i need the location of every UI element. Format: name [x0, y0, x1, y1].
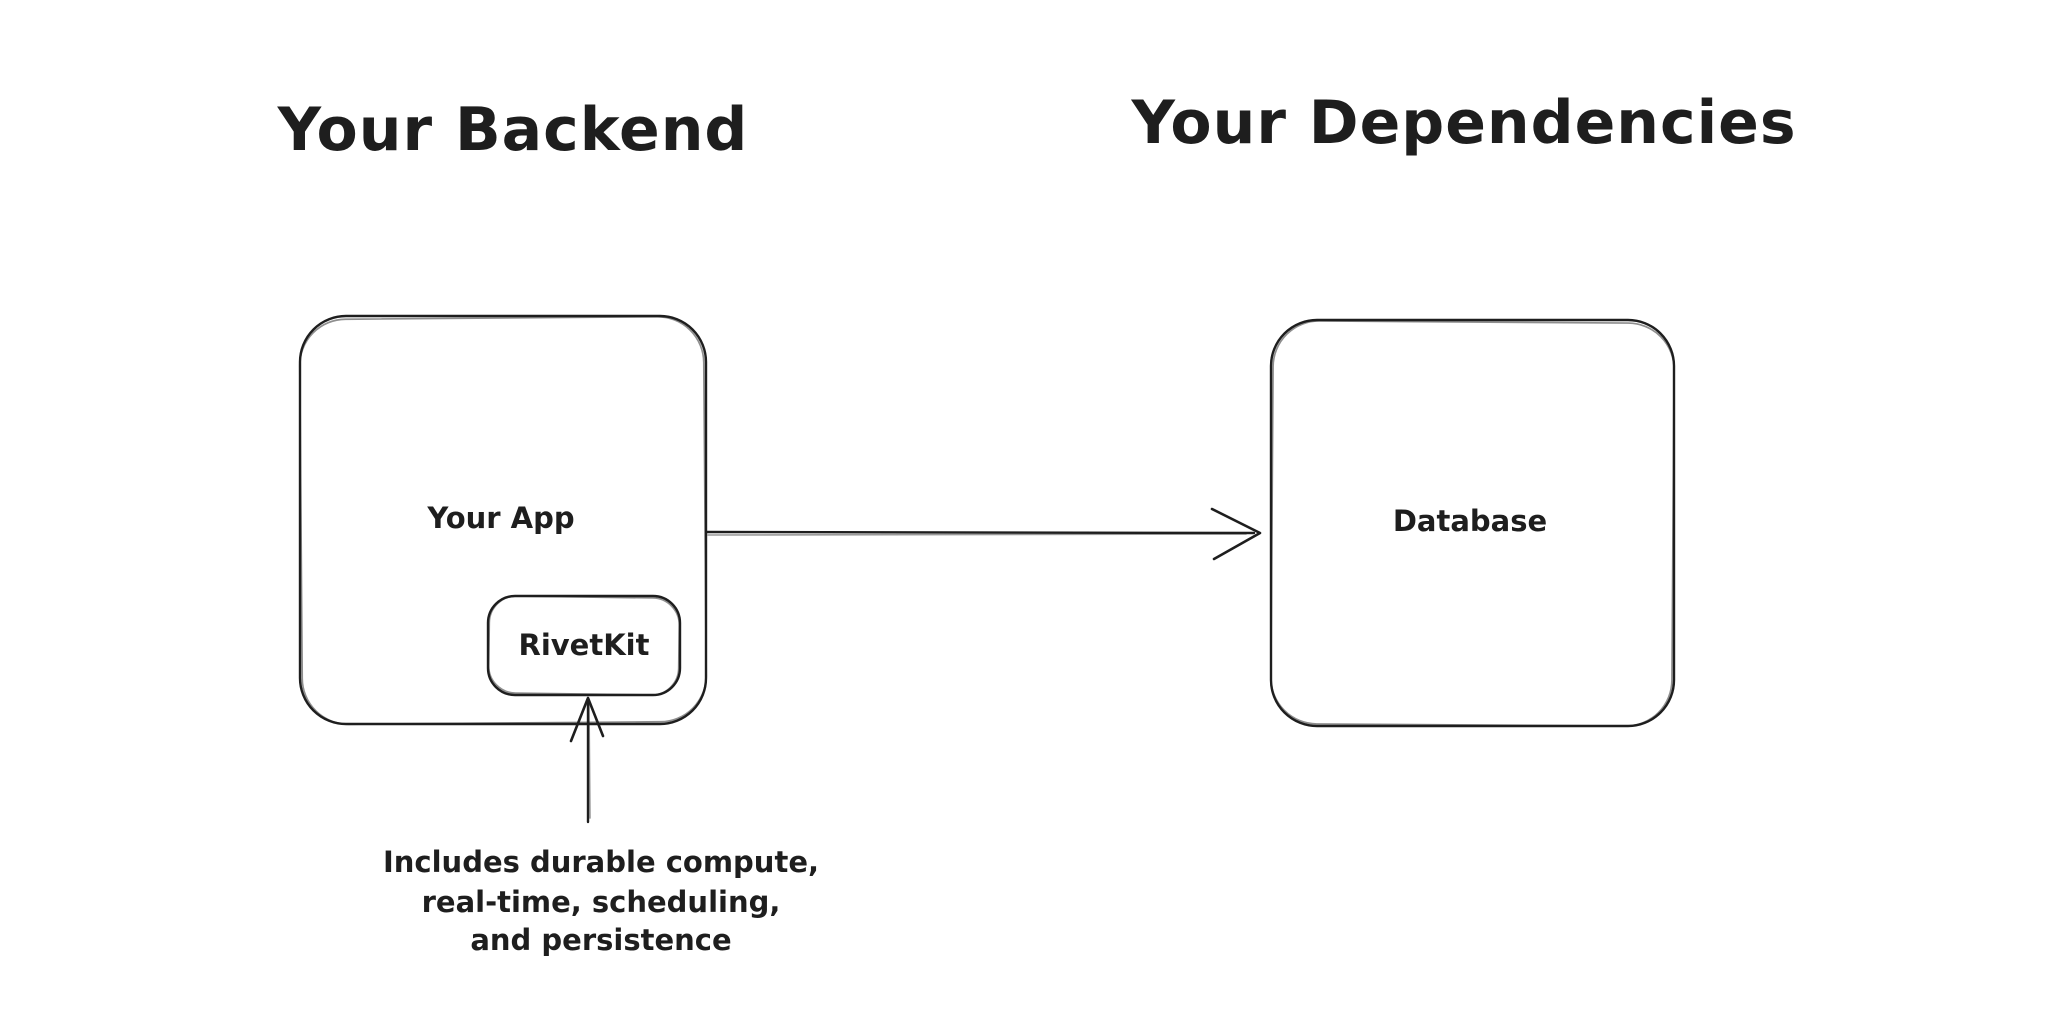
rivetkit-box	[486, 594, 682, 697]
annotation-line-1: Includes durable compute,	[383, 845, 819, 879]
database-label: Database	[1393, 504, 1547, 538]
annotation-line-2: real-time, scheduling,	[422, 885, 781, 919]
annotation-line-3: and persistence	[470, 923, 731, 957]
rivetkit-label: RivetKit	[519, 628, 650, 662]
backend-section-title: Your Backend	[277, 95, 749, 165]
rivetkit-node: RivetKit	[486, 594, 682, 697]
arrow-app-to-database-head	[1210, 507, 1262, 561]
your-app-box	[298, 314, 708, 726]
arrow-annotation-to-rivetkit	[569, 696, 605, 824]
database-box-sketch-stroke	[1270, 320, 1675, 727]
rivetkit-annotation: Includes durable compute, real-time, sch…	[383, 845, 819, 957]
database-box	[1269, 318, 1676, 728]
your-app-node: Your App RivetKit	[298, 314, 708, 726]
dependencies-section-title: Your Dependencies	[1130, 88, 1796, 158]
rivetkit-box-sketch-stroke	[487, 595, 681, 696]
your-app-label: Your App	[426, 501, 574, 535]
database-node: Database	[1269, 318, 1676, 728]
your-app-box-sketch-stroke	[298, 315, 708, 726]
arrow-annotation-to-rivetkit-shaft-sketch	[588, 703, 591, 819]
arrow-annotation-to-rivetkit-head	[569, 696, 605, 743]
arrow-app-to-database	[705, 507, 1262, 561]
arrow-app-to-database-shaft	[705, 530, 1256, 535]
arrow-app-to-database-shaft-sketch	[707, 533, 1247, 536]
